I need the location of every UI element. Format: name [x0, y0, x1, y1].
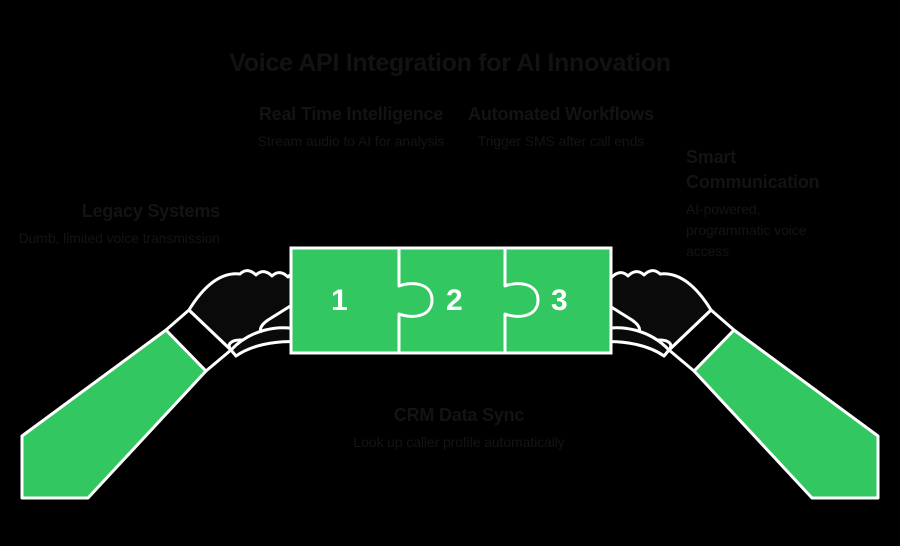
annotation-legacy-systems: Legacy Systems Dumb, limited voice trans… — [10, 199, 221, 249]
annotation-crm-data-sync: CRM Data Sync Look up caller profile aut… — [349, 403, 569, 453]
left-arm-group — [20, 269, 302, 500]
annotation-legacy-systems-title: Legacy Systems — [81, 201, 220, 221]
annotation-real-time-intelligence-title: Real Time Intelligence — [258, 104, 444, 124]
annotation-automated-workflows-desc: Trigger SMS after call ends — [477, 133, 645, 149]
annotation-smart-communication-desc: AI-powered, programmatic voice access — [686, 201, 807, 259]
annotation-smart-communication-title: Smart Communication — [686, 147, 820, 192]
puzzle-piece-1-number[interactable]: 1 — [331, 284, 348, 317]
puzzle-block-body — [289, 246, 613, 355]
puzzle-seam-1-2 — [397, 246, 434, 355]
annotation-smart-communication: Smart Communication AI-powered, programm… — [686, 145, 846, 262]
annotation-automated-workflows-title: Automated Workflows — [468, 104, 654, 124]
right-arm-group — [598, 269, 880, 500]
annotation-real-time-intelligence: Real Time Intelligence Stream audio to A… — [253, 102, 449, 152]
annotation-automated-workflows: Automated Workflows Trigger SMS after ca… — [463, 102, 659, 152]
left-sleeve-shape — [20, 328, 208, 500]
puzzle-group — [289, 246, 613, 355]
annotation-legacy-systems-desc: Dumb, limited voice transmission — [18, 230, 221, 246]
annotation-crm-data-sync-title: CRM Data Sync — [393, 405, 525, 425]
annotation-real-time-intelligence-desc: Stream audio to AI for analysis — [257, 133, 445, 149]
puzzle-piece-2-number[interactable]: 2 — [446, 284, 463, 317]
puzzle-seam-2-3 — [503, 246, 540, 355]
annotation-crm-data-sync-desc: Look up caller profile automatically — [353, 434, 565, 450]
page-title: Voice API Integration for AI Innovation — [229, 49, 671, 77]
puzzle-piece-3-number[interactable]: 3 — [551, 284, 568, 317]
right-sleeve-shape — [692, 328, 880, 500]
